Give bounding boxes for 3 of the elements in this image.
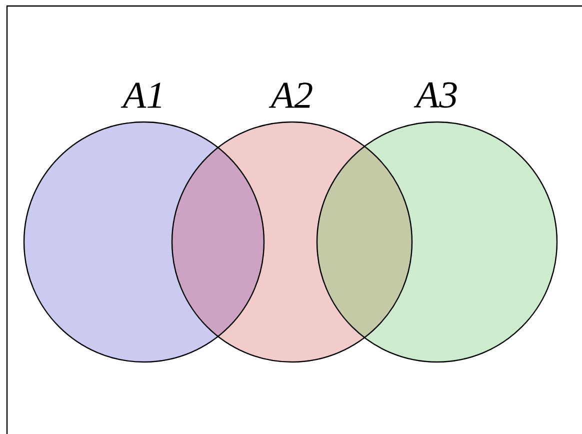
set-label: A1 [120,82,162,108]
set-label: A3 [414,82,457,108]
set-label: A2 [268,82,312,108]
